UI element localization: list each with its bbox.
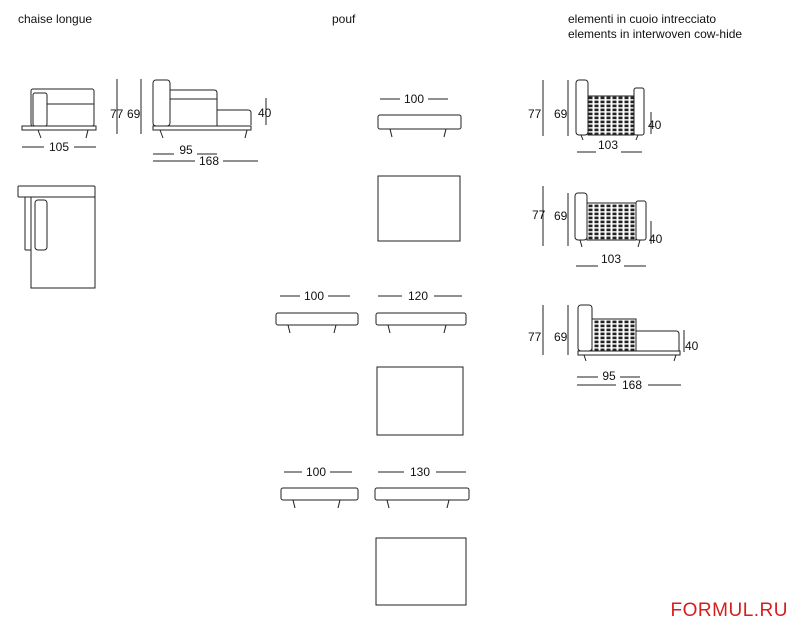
chaise-front-view xyxy=(21,88,97,139)
dim-text-chaise-inner: 95 xyxy=(179,143,193,157)
dim-text-chaise-total: 168 xyxy=(199,154,219,168)
dim-chaise-height xyxy=(116,79,267,134)
dim-leather-2 xyxy=(542,186,652,267)
dim-text-chaise-total-height: 77 xyxy=(110,107,124,121)
dim-text-pouf-3b: 130 xyxy=(410,465,430,479)
dim-text-leather-2-total: 77 xyxy=(532,208,546,222)
leather-title-it: elementi in cuoio intrecciato xyxy=(568,12,717,26)
dim-text-leather-1-back: 69 xyxy=(554,107,568,121)
dim-text-chaise-width: 105 xyxy=(49,140,69,154)
leather-2-side xyxy=(574,192,647,248)
pouf-2-top xyxy=(376,366,464,436)
dim-chaise-side xyxy=(153,153,258,162)
leather-1-side xyxy=(575,79,645,141)
dim-text-leather-3-back: 69 xyxy=(554,330,568,344)
dim-text-pouf-1: 100 xyxy=(404,92,424,106)
dim-text-chaise-seat-height: 40 xyxy=(258,106,272,120)
pouf-title: pouf xyxy=(332,12,356,26)
dim-text-leather-2-back: 69 xyxy=(554,209,568,223)
dimension-labels: 105 77 69 40 95 168 100 100 120 100 130 … xyxy=(49,92,699,479)
chaise-side-view xyxy=(152,79,252,139)
pouf-2b-front xyxy=(375,312,467,334)
pouf-3a-front xyxy=(280,487,359,509)
dim-text-leather-1-width: 103 xyxy=(598,138,618,152)
pouf-3b-front xyxy=(374,487,470,509)
pouf-3-top xyxy=(375,537,467,606)
dim-text-leather-3-total-width: 168 xyxy=(622,378,642,392)
dim-text-leather-1-seat: 40 xyxy=(648,118,662,132)
pouf-1-front xyxy=(377,114,462,138)
dim-text-chaise-back-height: 69 xyxy=(127,107,141,121)
leather-title-en: elements in interwoven cow-hide xyxy=(568,27,743,41)
pouf-1-top xyxy=(377,175,461,242)
dim-leather-1 xyxy=(542,80,652,153)
watermark: FORMUL.RU xyxy=(670,600,788,621)
chaise-top-view xyxy=(17,185,96,289)
dim-text-leather-3-inner: 95 xyxy=(602,369,616,383)
dim-leather-3 xyxy=(542,305,685,386)
dim-text-pouf-2a: 100 xyxy=(304,289,324,303)
dim-text-pouf-2b: 120 xyxy=(408,289,428,303)
dim-text-leather-2-width: 103 xyxy=(601,252,621,266)
pouf-2a-front xyxy=(275,312,359,334)
chaise-longue-title: chaise longue xyxy=(18,12,93,26)
dim-text-leather-3-total: 77 xyxy=(528,330,542,344)
dim-text-leather-3-seat: 40 xyxy=(685,339,699,353)
dim-text-pouf-3a: 100 xyxy=(306,465,326,479)
leather-3-side xyxy=(577,304,681,362)
dim-text-leather-1-total: 77 xyxy=(528,107,542,121)
dim-text-leather-2-seat: 40 xyxy=(649,232,663,246)
